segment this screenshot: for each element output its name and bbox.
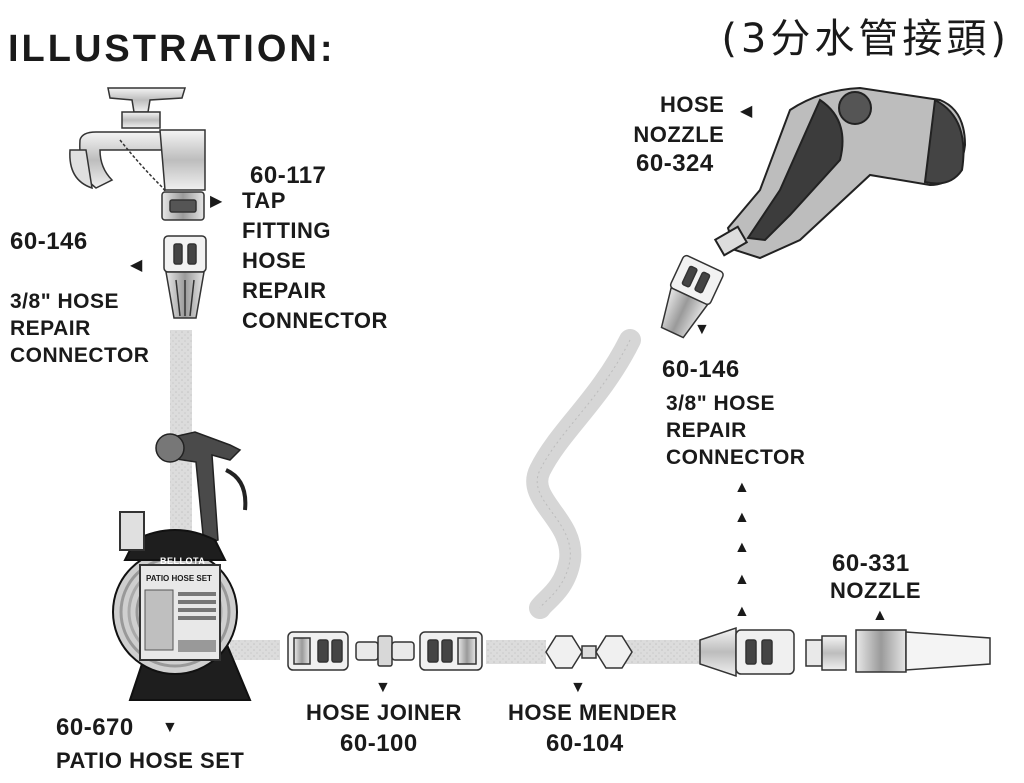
tap-fitting-name: TAP FITTING HOSE REPAIR CONNECTOR [242, 186, 388, 336]
connector-bottom-2 [419, 631, 483, 671]
repair-connector-left-name: 3/8" HOSE REPAIR CONNECTOR [10, 288, 149, 369]
hose-mender-part [545, 635, 633, 669]
patio-hose-set-code: 60-670 [56, 714, 134, 741]
hose-curved-right [526, 329, 641, 619]
tap-fitting-line: HOSE [242, 248, 307, 273]
page-subtitle-cjk: (3分水管接頭) [721, 16, 1010, 62]
up-arrow-icon: ▲ [734, 479, 750, 496]
hose-mender-name: HOSE MENDER [508, 700, 678, 725]
product-box-title: PATIO HOSE SET [146, 574, 212, 583]
repair-connector-right-name: 3/8" HOSE REPAIR CONNECTOR [666, 390, 805, 471]
repair-connector-right-arrow-icon: ▼ [694, 321, 710, 338]
tap-fitting-line: TAP [242, 188, 286, 213]
up-arrow-icon: ▲ [734, 571, 750, 588]
connector-bottom-3 [699, 626, 795, 678]
page-title: ILLUSTRATION: [8, 28, 336, 70]
tap-fitting-line: CONNECTOR [242, 308, 388, 333]
tap-fitting-arrow-icon: ▶ [210, 193, 223, 210]
hose-nozzle-line: NOZZLE [633, 122, 725, 147]
up-arrow-icon: ▲ [734, 509, 750, 526]
tap-fitting-line: REPAIR [242, 278, 327, 303]
hose-mender-code: 60-104 [546, 730, 624, 757]
product-box-brand: BELLOTA [160, 556, 206, 566]
hose-nozzle-line: HOSE [660, 92, 725, 117]
repair-connector-right-line: 3/8" HOSE [666, 392, 775, 415]
hose-joiner-part [355, 635, 415, 667]
nozzle-code: 60-331 [832, 550, 910, 577]
repair-connector-left-line: CONNECTOR [10, 344, 150, 367]
tap-fitting-code: 60-117 [250, 162, 327, 189]
hose-nozzle-code: 60-324 [636, 150, 714, 177]
repair-connector-left-part [163, 235, 207, 319]
hose-nozzle-part [713, 86, 967, 260]
repair-connector-left-line: 3/8" HOSE [10, 290, 119, 313]
patio-hose-set-name: PATIO HOSE SET [56, 748, 245, 773]
hose-nozzle-name: HOSE NOZZLE [633, 90, 725, 150]
repair-connector-left-line: REPAIR [10, 317, 91, 340]
repair-connector-right-part [660, 254, 724, 339]
hose-horizontal [230, 640, 700, 664]
patio-hose-set-arrow-icon: ▼ [162, 719, 178, 736]
repair-connector-right-code: 60-146 [662, 356, 740, 383]
connector-bottom-1 [287, 631, 349, 671]
hose-mender-arrow-icon: ▼ [570, 679, 586, 696]
nozzle-adapter-part [805, 635, 847, 671]
hose-nozzle-arrow-icon: ◀ [740, 103, 753, 120]
hose-joiner-code: 60-100 [340, 730, 418, 757]
tap-fitting-part [161, 191, 205, 221]
up-arrow-icon: ▲ [734, 539, 750, 556]
spray-gun-small [155, 431, 248, 547]
repair-connector-left-code: 60-146 [10, 228, 88, 255]
faucet-tap [69, 87, 206, 216]
nozzle-name: NOZZLE [830, 578, 921, 603]
hose-joiner-arrow-icon: ▼ [375, 679, 391, 696]
nozzle-arrow-icon: ▲ [872, 607, 888, 624]
up-arrow-icon: ▲ [734, 603, 750, 620]
patio-hose-reel [112, 511, 252, 701]
repair-connector-left-arrow-icon: ◀ [130, 257, 143, 274]
nozzle-60-331-part [855, 629, 991, 673]
repair-connector-right-line: CONNECTOR [666, 446, 806, 469]
repair-connector-right-line: REPAIR [666, 419, 747, 442]
hose-joiner-name: HOSE JOINER [306, 700, 462, 725]
tap-fitting-line: FITTING [242, 218, 332, 243]
